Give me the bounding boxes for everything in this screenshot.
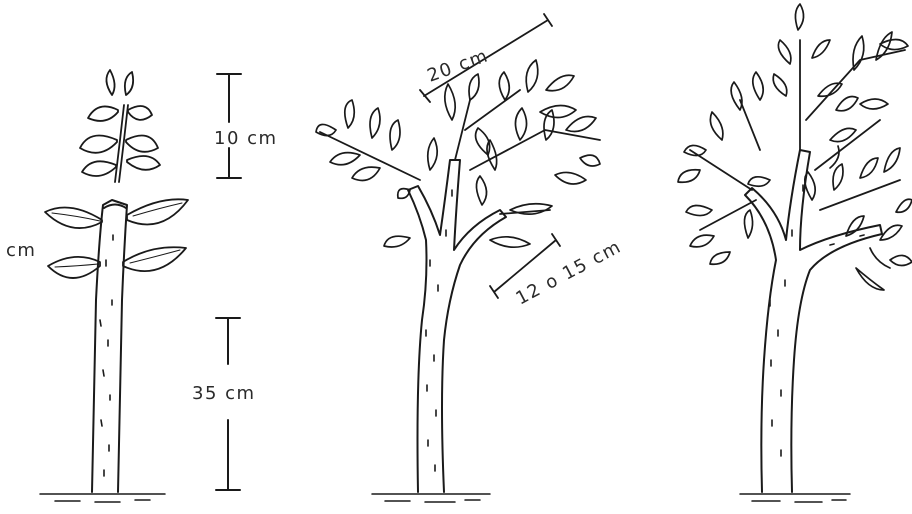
tree-3-leaves [678,4,912,290]
trunk-1-texture [100,235,113,476]
dimension-bottom [216,318,240,490]
tree-2-branches [320,90,600,214]
tree-2-leaves [316,60,600,247]
trunk-3 [745,150,882,492]
label-35cm: 35 cm [192,383,256,404]
label-10cm: 10 cm [214,128,278,149]
ground-2 [372,494,490,502]
ground-3 [740,494,850,502]
label-12-15cm: 12 o 15 cm [512,236,625,309]
tree-1 [40,70,188,502]
trunk-2 [408,160,506,492]
tree-1-side-leaves [45,199,188,278]
tree-2 [316,14,600,502]
dimension-top [217,74,241,178]
tree-1-top-shoot [80,70,160,182]
label-partial-cm: cm [6,240,36,261]
label-20cm: 20 cm [425,45,492,86]
tree-3 [678,4,912,502]
ground-1 [40,494,165,502]
